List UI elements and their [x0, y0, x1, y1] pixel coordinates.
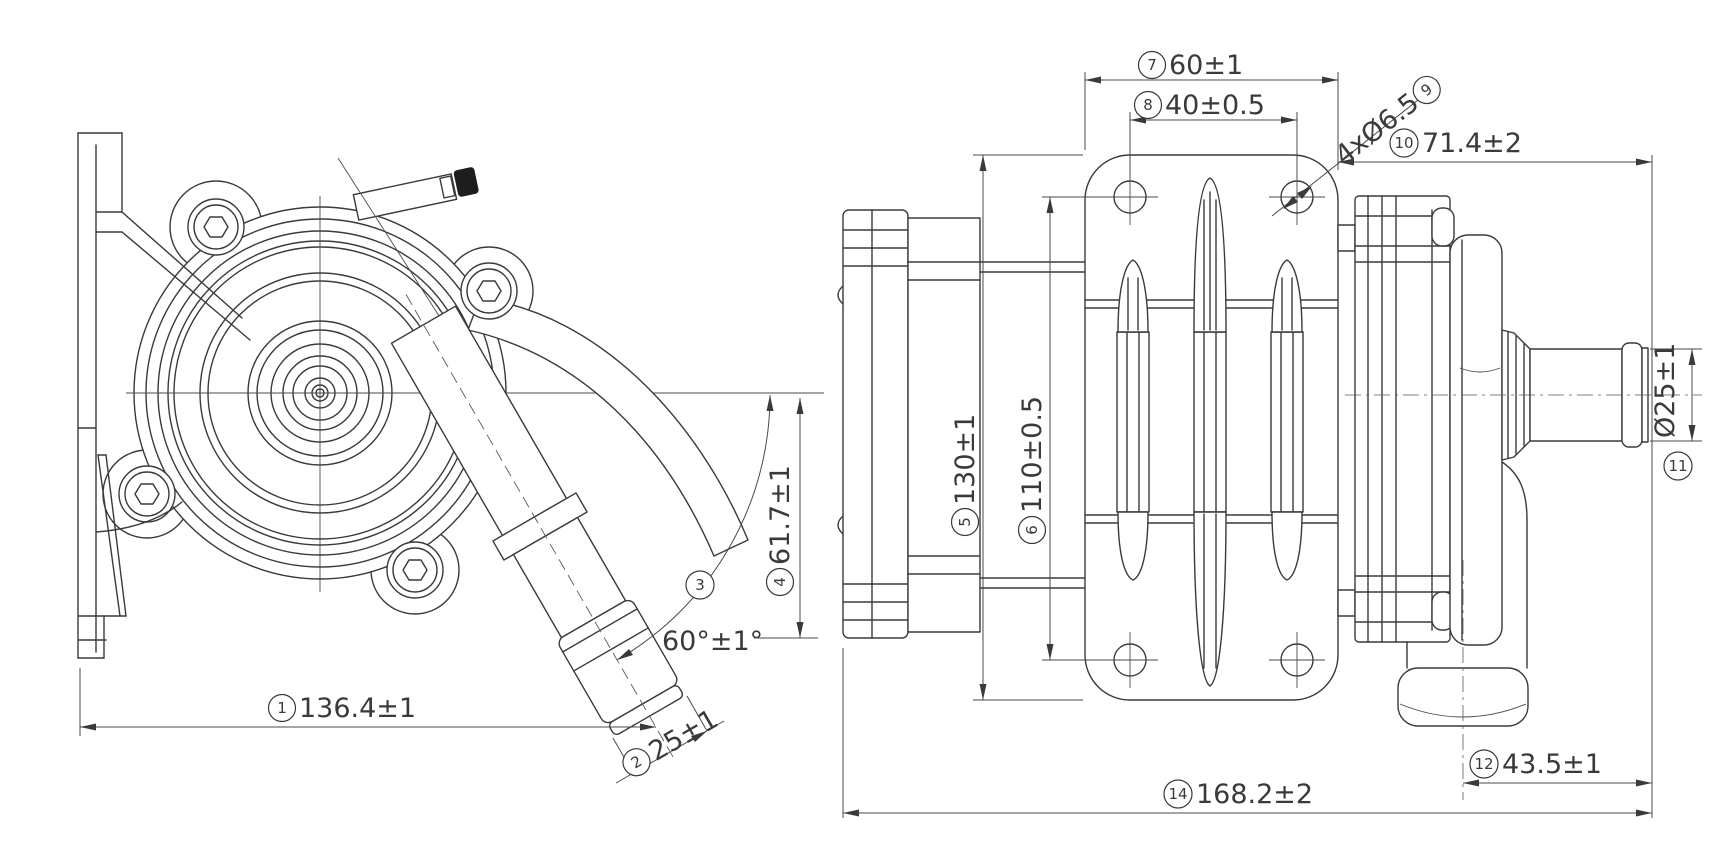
dim-outlet-diameter: Ø25±1 11 [1650, 343, 1702, 481]
torx-screw [386, 541, 444, 599]
connector-bolt [453, 167, 479, 197]
rubber-mounts [1116, 177, 1304, 687]
balloon-14-num: 14 [1168, 785, 1187, 803]
torx-screw [187, 198, 245, 256]
pump-volute [1449, 234, 1503, 646]
tree-pin [1271, 259, 1303, 333]
balloon-6 [1017, 515, 1047, 545]
inlet-pipe [1397, 461, 1529, 800]
torx-screws [118, 198, 518, 599]
bolt-hole [1269, 632, 1325, 688]
dim-outlet-angle: 3 60°±1° [616, 394, 774, 661]
tree-pin [1117, 511, 1149, 581]
dim-plate-height: 5 130±1 [950, 154, 1083, 701]
balloon-1 [267, 693, 297, 723]
dim-hole-spacing-h: 8 40±0.5 [1129, 90, 1298, 178]
motor-housing [837, 209, 1086, 639]
balloon-4 [765, 567, 795, 597]
dim-12-value: 43.5±1 [1502, 749, 1602, 780]
front-view [77, 132, 824, 763]
balloon-1-num: 1 [277, 699, 287, 717]
dim-3-value: 60°±1° [662, 626, 763, 657]
balloon-6-num: 6 [1023, 525, 1041, 535]
balloon-9 [1412, 75, 1441, 105]
balloon-3-num: 3 [695, 576, 705, 594]
dim-pump-head-length: 10 71.4±2 [1338, 128, 1653, 818]
mounting-bracket [77, 132, 251, 659]
dim-14-value: 168.2±2 [1196, 779, 1313, 810]
balloon-11 [1663, 451, 1693, 481]
torx-screw [460, 262, 518, 320]
dim-hole-spacing-v: 6 110±0.5 [1017, 196, 1116, 661]
dim-1-value: 136.4±1 [299, 693, 416, 724]
dim-8-value: 40±0.5 [1165, 90, 1265, 121]
dim-hose-height: 4 61.7±1 [754, 398, 818, 639]
dim-11-value: Ø25±1 [1650, 343, 1681, 438]
balloon-5 [950, 507, 980, 537]
balloon-14 [1163, 779, 1193, 809]
dim-4-value: 61.7±1 [765, 465, 796, 565]
top-tab [352, 167, 479, 221]
balloon-4-num: 4 [771, 577, 789, 587]
dim-plate-width: 7 60±1 [1084, 50, 1339, 170]
dim-5-value: 130±1 [950, 414, 981, 505]
dim-overall-length: 14 168.2±2 [842, 648, 1652, 818]
balloon-7 [1137, 50, 1167, 80]
balloon-11-num: 11 [1668, 457, 1687, 475]
pump-flange-stack [1337, 195, 1455, 643]
tree-pin [1193, 511, 1227, 687]
dim-7-value: 60±1 [1169, 50, 1243, 81]
side-view [837, 154, 1702, 800]
dim-9-value: 4xØ6.5 [1329, 87, 1425, 171]
dimensions-side: 7 60±1 8 40±0.5 4xØ6.5 9 [842, 50, 1702, 818]
dim-6-value: 110±0.5 [1017, 396, 1048, 513]
balloon-3 [685, 570, 715, 600]
tree-pin [1271, 511, 1303, 581]
balloon-10 [1389, 128, 1419, 158]
balloon-5-num: 5 [956, 517, 974, 527]
balloon-12-num: 12 [1474, 755, 1493, 773]
flange-bolt [1431, 207, 1455, 247]
balloon-8 [1133, 90, 1163, 120]
tree-pin [1117, 259, 1149, 333]
balloon-12 [1469, 749, 1499, 779]
dim-overall-width: 1 136.4±1 [79, 668, 656, 736]
torx-screw [118, 465, 176, 523]
balloon-2 [622, 748, 651, 777]
outlet-pipe [390, 294, 684, 763]
balloon-10-num: 10 [1394, 134, 1413, 152]
balloon-7-num: 7 [1147, 56, 1157, 74]
balloon-8-num: 8 [1143, 96, 1153, 114]
dim-inlet-offset: 12 43.5±1 [1463, 749, 1652, 787]
dim-10-value: 71.4±2 [1422, 128, 1522, 159]
curved-hose [467, 297, 749, 557]
dim-hole-callout: 4xØ6.5 9 [1271, 75, 1441, 217]
